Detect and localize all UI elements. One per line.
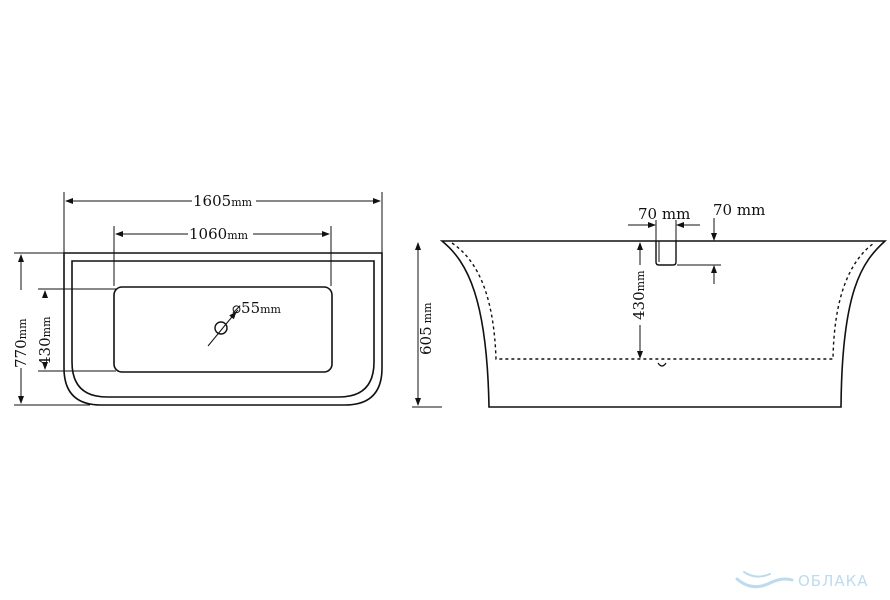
dimension-inner-length: 1060mm xyxy=(115,225,330,243)
svg-text:⌀55mm: ⌀55mm xyxy=(232,299,282,317)
side-view xyxy=(439,240,888,408)
drain-depth-value: 430 xyxy=(630,291,648,320)
watermark-logo: ОБЛАКА xyxy=(735,571,869,590)
dimension-overflow-drop: 70 mm xyxy=(677,201,765,284)
dimension-inner-width: 430mm xyxy=(36,290,54,370)
drain-circle xyxy=(214,321,228,335)
overall-length-value: 1605 xyxy=(193,192,231,210)
dimension-overall-length: 1605mm xyxy=(65,192,381,210)
tub-inner-outline xyxy=(71,260,375,398)
tub-outer-outline xyxy=(63,252,383,406)
height-value: 605 xyxy=(417,326,435,355)
dimension-overflow-width: 70 mm xyxy=(628,205,700,241)
overflow-drop-label: 70 mm xyxy=(713,201,765,219)
svg-text:1060mm: 1060mm xyxy=(189,225,249,243)
tub-basin xyxy=(113,286,333,373)
drain-depth-unit: mm xyxy=(634,270,647,291)
overall-width-value: 770 xyxy=(12,339,30,368)
drain-callout: ⌀55mm xyxy=(207,299,282,347)
drain-diameter-symbol: ⌀ xyxy=(232,299,241,317)
height-unit: mm xyxy=(421,302,434,323)
svg-text:770mm: 770mm xyxy=(12,318,30,368)
tub-side-outline xyxy=(439,240,888,408)
inner-length-value: 1060 xyxy=(189,225,227,243)
drain-diameter-unit: mm xyxy=(260,303,281,316)
svg-text:430mm: 430mm xyxy=(630,270,648,320)
overflow-width-label: 70 mm xyxy=(638,205,690,223)
svg-text:605mm: 605 mm xyxy=(417,302,435,355)
svg-text:1605mm: 1605mm xyxy=(193,192,253,210)
dimension-overall-width: 770mm xyxy=(12,254,30,404)
inner-length-unit: mm xyxy=(227,229,248,242)
inner-width-unit: mm xyxy=(40,316,53,337)
svg-text:430mm: 430mm xyxy=(36,316,54,366)
overall-length-unit: mm xyxy=(231,196,252,209)
drain-diameter-value: 55 xyxy=(241,299,260,317)
dimension-height: 605 mm xyxy=(412,242,442,408)
cloud-logo-icon xyxy=(735,577,794,589)
drain-fitting xyxy=(657,362,667,367)
watermark-text: ОБЛАКА xyxy=(798,572,869,590)
inner-width-value: 430 xyxy=(36,337,54,366)
top-view xyxy=(14,192,383,406)
overall-width-unit: mm xyxy=(16,318,29,339)
overflow-fitting xyxy=(655,241,677,266)
tub-side-inner-dotted xyxy=(451,242,875,360)
dimension-drain-depth: 430mm xyxy=(630,242,648,359)
